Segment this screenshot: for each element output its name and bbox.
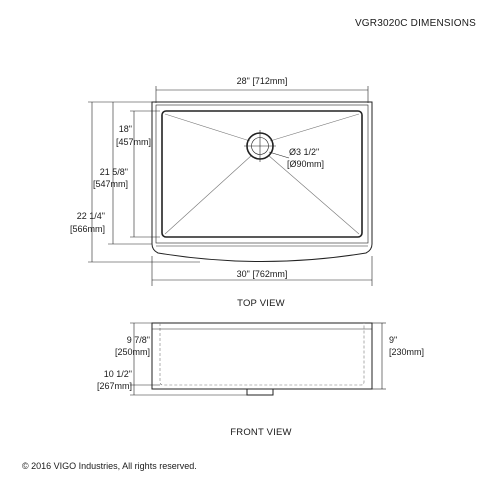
total-depth-mm: [566mm] <box>70 224 105 234</box>
front-total-height-in: 10 1/2" <box>104 369 132 379</box>
slope-line <box>267 154 360 235</box>
total-depth-in: 22 1/4" <box>77 211 105 221</box>
bottom-width-label: 30" [762mm] <box>237 269 288 279</box>
slope-line <box>164 154 253 235</box>
front-total-height-mm: [267mm] <box>97 381 132 391</box>
front-sink-body <box>151 322 373 390</box>
sink-outer-outline <box>151 101 373 262</box>
drain-leader <box>268 151 290 159</box>
mid-depth-in: 21 5/8" <box>100 167 128 177</box>
front-bowl-depth-in: 9 7/8" <box>127 335 150 345</box>
mid-depth-mm: [547mm] <box>93 179 128 189</box>
drain-diameter-mm: [Ø90mm] <box>287 159 324 169</box>
drain-diameter-in: Ø3 1/2" <box>289 147 319 157</box>
front-apron-in: 9" <box>389 335 397 345</box>
sink-bowl <box>161 110 363 238</box>
front-view-caption: FRONT VIEW <box>230 427 291 438</box>
front-bowl-outline <box>159 323 365 386</box>
sink-rim <box>155 104 369 244</box>
front-apron-mm: [230mm] <box>389 347 424 357</box>
bowl-depth-mm: [457mm] <box>116 137 151 147</box>
slope-line <box>164 113 251 142</box>
drawing-title: VGR3020C DIMENSIONS <box>355 18 476 29</box>
copyright-text: © 2016 VIGO Industries, All rights reser… <box>22 461 197 471</box>
bowl-depth-in: 18" <box>119 124 132 134</box>
top-view: Ø3 1/2" [Ø90mm] 28" [712mm] 30" [762mm] … <box>70 76 373 309</box>
top-view-caption: TOP VIEW <box>237 298 285 309</box>
top-width-label: 28" [712mm] <box>237 76 288 86</box>
front-bowl-depth-mm: [250mm] <box>115 347 150 357</box>
front-drain-stub <box>246 388 274 396</box>
front-view: 9 7/8" [250mm] 10 1/2" [267mm] 9" [230mm… <box>97 322 424 438</box>
slope-line <box>269 113 360 142</box>
